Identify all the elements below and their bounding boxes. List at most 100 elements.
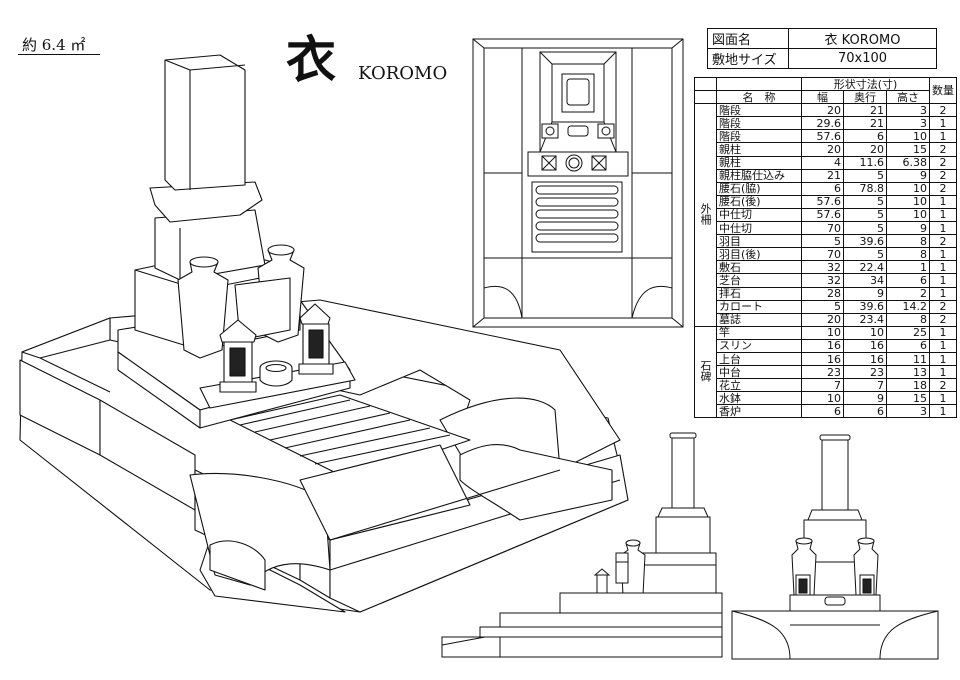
part-depth: 23.4 bbox=[843, 312, 887, 327]
part-height: 3 bbox=[886, 404, 930, 419]
part-depth: 34 bbox=[843, 273, 887, 288]
part-width: 16 bbox=[801, 338, 844, 353]
part-name: 階段 bbox=[716, 129, 802, 144]
name-header: 名 称 bbox=[716, 90, 802, 105]
dimension-group-header: 形状寸法(寸) bbox=[801, 76, 930, 92]
part-depth: 5 bbox=[843, 247, 887, 262]
part-depth: 5 bbox=[843, 221, 887, 236]
group-label: 石碑 bbox=[694, 325, 717, 419]
part-name: 階段 bbox=[716, 116, 802, 131]
part-height: 14.2 bbox=[886, 299, 930, 314]
area-label: 約 6.4 ㎡ bbox=[22, 36, 86, 54]
part-width: 6 bbox=[801, 181, 844, 196]
stair-slats bbox=[229, 394, 561, 541]
water-bowl bbox=[259, 360, 293, 387]
part-depth: 39.6 bbox=[843, 299, 887, 314]
part-name: 香炉 bbox=[716, 404, 802, 419]
part-height: 1 bbox=[886, 260, 930, 275]
part-width: 70 bbox=[801, 221, 844, 236]
part-name: 羽目 bbox=[716, 234, 802, 249]
part-qty: 1 bbox=[929, 273, 957, 288]
part-height: 3 bbox=[886, 116, 930, 131]
part-height: 11 bbox=[886, 351, 930, 367]
part-name: 芝台 bbox=[716, 273, 802, 288]
group-label-text: 外柵 bbox=[699, 202, 712, 225]
part-qty: 1 bbox=[929, 116, 957, 131]
part-qty: 1 bbox=[929, 247, 957, 262]
part-qty: 1 bbox=[929, 325, 957, 340]
part-depth: 21 bbox=[843, 116, 887, 131]
part-depth: 16 bbox=[843, 338, 887, 353]
part-name: カロート bbox=[716, 299, 802, 314]
part-depth: 5 bbox=[843, 194, 887, 209]
part-width: 16 bbox=[801, 351, 844, 367]
part-height: 10 bbox=[886, 129, 930, 144]
part-depth: 23 bbox=[843, 365, 887, 380]
title-roman: KOROMO bbox=[358, 63, 448, 84]
info-row-site-size: 敷地サイズ 70x100 bbox=[707, 48, 937, 69]
side-fence-curves bbox=[189, 397, 613, 591]
part-qty: 1 bbox=[929, 351, 957, 367]
part-name: 階段 bbox=[716, 103, 802, 118]
part-name: 竿 bbox=[716, 325, 802, 340]
part-height: 10 bbox=[886, 181, 930, 196]
lanterns bbox=[219, 303, 334, 393]
part-depth: 9 bbox=[843, 391, 887, 406]
part-qty: 1 bbox=[929, 129, 957, 144]
info-row-drawing-name: 図面名 衣 KOROMO bbox=[707, 28, 937, 49]
part-height: 3 bbox=[886, 103, 930, 118]
part-height: 18 bbox=[886, 378, 930, 393]
part-width: 21 bbox=[801, 168, 844, 183]
part-name: 敷石 bbox=[716, 260, 802, 275]
part-depth: 16 bbox=[843, 351, 887, 367]
part-height: 10 bbox=[886, 207, 930, 223]
part-depth: 5 bbox=[843, 207, 887, 223]
part-width: 20 bbox=[801, 312, 844, 327]
part-name: 上台 bbox=[716, 351, 802, 367]
part-depth: 20 bbox=[843, 142, 887, 157]
part-depth: 9 bbox=[843, 286, 887, 301]
part-height: 15 bbox=[886, 142, 930, 157]
part-qty: 1 bbox=[929, 365, 957, 380]
part-depth: 78.8 bbox=[843, 181, 887, 196]
part-width: 20 bbox=[801, 103, 844, 118]
part-depth: 10 bbox=[843, 325, 887, 340]
part-name: 墓誌 bbox=[716, 312, 802, 327]
part-qty: 1 bbox=[929, 207, 957, 223]
width-header: 幅 bbox=[801, 90, 844, 105]
part-name: 腰石(脇) bbox=[716, 181, 802, 196]
part-depth: 7 bbox=[843, 378, 887, 393]
blank-header bbox=[716, 76, 802, 92]
part-qty: 1 bbox=[929, 404, 957, 419]
part-width: 70 bbox=[801, 247, 844, 262]
side-elevation bbox=[441, 432, 723, 658]
height-header: 高さ bbox=[886, 90, 930, 105]
part-qty: 2 bbox=[929, 378, 957, 393]
group-label-text: 石碑 bbox=[699, 360, 712, 383]
part-width: 20 bbox=[801, 142, 844, 157]
info-key: 図面名 bbox=[707, 28, 789, 49]
part-qty: 2 bbox=[929, 312, 957, 327]
part-height: 6 bbox=[886, 273, 930, 288]
part-height: 25 bbox=[886, 325, 930, 340]
area-underline bbox=[18, 54, 100, 55]
part-name: 羽目(後) bbox=[716, 247, 802, 262]
part-depth: 11.6 bbox=[843, 155, 887, 170]
